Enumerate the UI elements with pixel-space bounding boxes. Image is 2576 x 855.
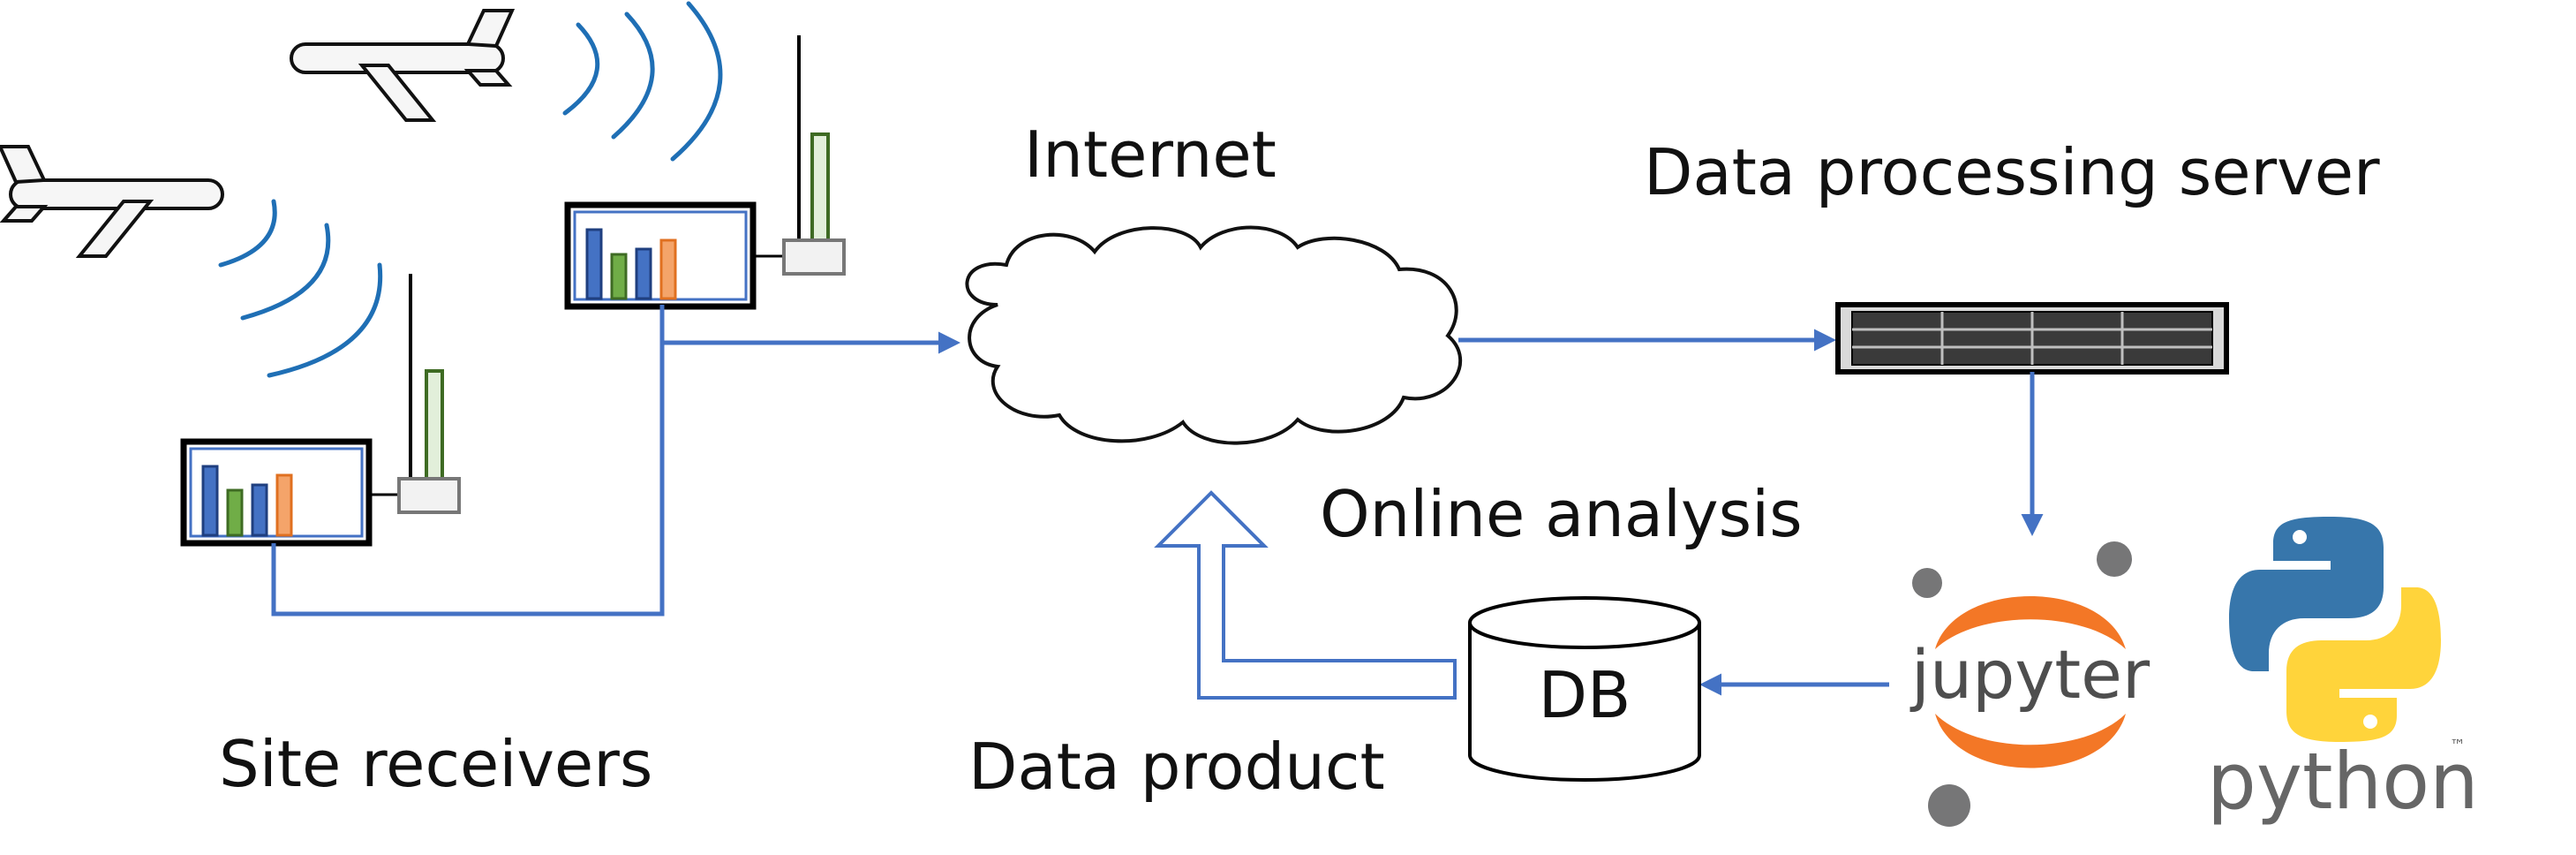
database-icon: DB bbox=[1468, 596, 1701, 782]
jupyter-logo: jupyter bbox=[1909, 541, 2150, 827]
receiver-link bbox=[271, 305, 960, 617]
data-product-label: Data product bbox=[968, 730, 1385, 804]
site-receivers-label: Site receivers bbox=[219, 727, 652, 801]
hollow-arrow-icon bbox=[1154, 490, 1457, 700]
aircraft-icon bbox=[0, 145, 224, 258]
antenna-icon bbox=[397, 274, 461, 514]
online-analysis-label: Online analysis bbox=[1320, 477, 1803, 551]
cloud-icon bbox=[965, 225, 1463, 445]
db-label: DB bbox=[1539, 658, 1631, 732]
python-logo: python ™ bbox=[2207, 517, 2479, 827]
python-tm: ™ bbox=[2450, 737, 2466, 755]
receiver-icon bbox=[564, 201, 784, 310]
radio-wave-icon bbox=[218, 199, 383, 378]
server-label: Data processing server bbox=[1644, 135, 2380, 209]
antenna-icon bbox=[782, 35, 846, 276]
internet-label: Internet bbox=[1024, 117, 1277, 192]
jupyter-logo-text: jupyter bbox=[1909, 635, 2150, 714]
server-rack-icon bbox=[1835, 302, 2229, 375]
receiver-icon bbox=[180, 438, 399, 547]
radio-wave-icon bbox=[562, 1, 723, 162]
python-logo-text: python bbox=[2207, 736, 2479, 827]
aircraft-icon bbox=[290, 9, 516, 122]
